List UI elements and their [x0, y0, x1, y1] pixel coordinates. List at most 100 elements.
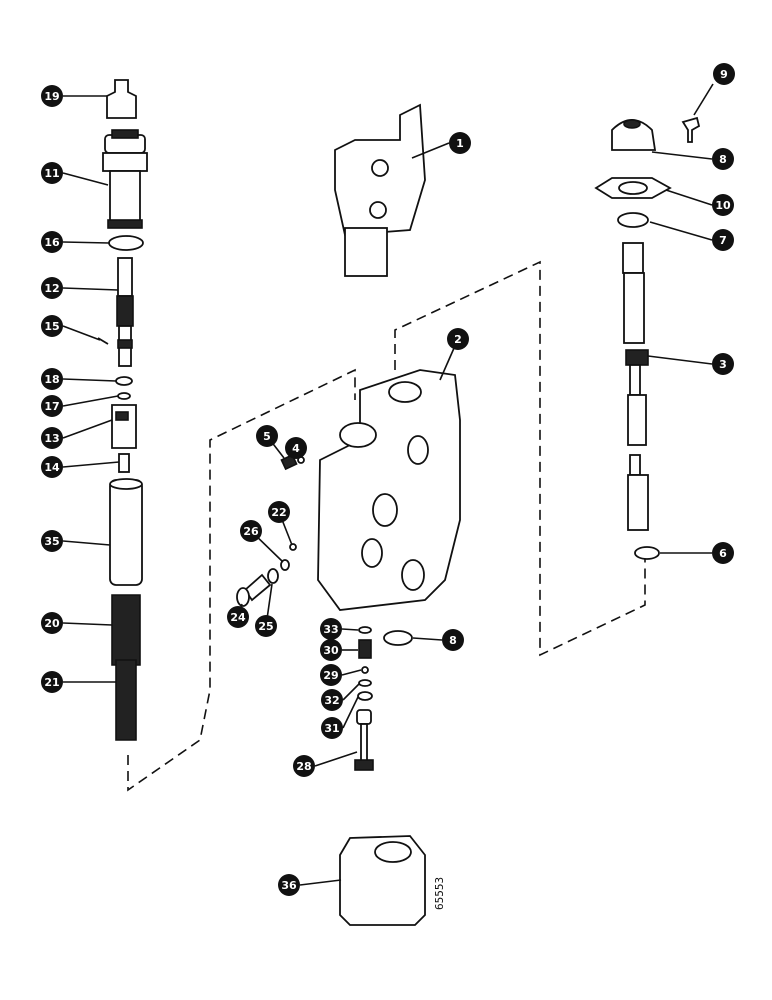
svg-text:2: 2	[454, 333, 462, 346]
svg-text:8: 8	[719, 153, 727, 166]
svg-text:15: 15	[44, 320, 59, 333]
part-32-ring	[358, 679, 372, 687]
part-20-spring	[111, 594, 141, 666]
callout-3: 3	[712, 353, 734, 375]
part-28-check-valve	[354, 709, 374, 771]
svg-text:1: 1	[456, 137, 464, 150]
callout-12: 12	[41, 277, 63, 299]
svg-text:4: 4	[292, 442, 300, 455]
svg-text:29: 29	[323, 669, 338, 682]
callout-8-upper: 8	[712, 148, 734, 170]
callout-22: 22	[268, 501, 290, 523]
callout-30: 30	[320, 639, 342, 661]
part-17-ring	[117, 392, 131, 400]
callout-14: 14	[41, 456, 63, 478]
callout-13: 13	[41, 427, 63, 449]
svg-text:10: 10	[715, 199, 731, 212]
callout-31: 31	[321, 717, 343, 739]
callout-25: 25	[255, 615, 277, 637]
callout-20: 20	[41, 612, 63, 634]
callout-35: 35	[41, 530, 63, 552]
part-9-screw	[681, 116, 701, 143]
callout-10: 10	[712, 194, 734, 216]
svg-text:3: 3	[719, 358, 727, 371]
part-7-ring	[617, 212, 649, 228]
part-6-o-ring	[634, 546, 660, 560]
part-3-spool	[622, 242, 649, 531]
part-22-ball	[289, 543, 297, 551]
callout-17: 17	[41, 395, 63, 417]
callout-28: 28	[293, 755, 315, 777]
svg-text:17: 17	[44, 400, 59, 413]
callout-5: 5	[256, 425, 278, 447]
svg-text:26: 26	[243, 525, 259, 538]
svg-text:12: 12	[44, 282, 59, 295]
svg-text:25: 25	[258, 620, 273, 633]
part-14-screw	[118, 453, 130, 473]
svg-text:8: 8	[449, 634, 457, 647]
svg-text:19: 19	[44, 90, 59, 103]
leader-lines	[62, 83, 714, 886]
svg-text:36: 36	[281, 879, 297, 892]
svg-text:28: 28	[296, 760, 311, 773]
svg-text:20: 20	[44, 617, 60, 630]
svg-text:11: 11	[44, 167, 59, 180]
callout-9: 9	[713, 63, 735, 85]
callout-36: 36	[278, 874, 300, 896]
part-25-washer	[267, 568, 279, 584]
callout-32: 32	[321, 689, 343, 711]
svg-text:21: 21	[44, 676, 59, 689]
callout-26: 26	[240, 520, 262, 542]
callout-1: 1	[449, 132, 471, 154]
svg-text:9: 9	[720, 68, 728, 81]
part-8-boot	[611, 119, 657, 151]
part-15-pin	[97, 337, 109, 345]
part-35-sleeve	[109, 478, 143, 586]
callout-7: 7	[712, 229, 734, 251]
svg-text:13: 13	[44, 432, 59, 445]
part-30-spring	[358, 639, 372, 659]
svg-text:33: 33	[323, 623, 338, 636]
callout-21: 21	[41, 671, 63, 693]
callout-24: 24	[227, 606, 249, 628]
svg-text:5: 5	[263, 430, 271, 443]
part-18-washer	[115, 376, 133, 386]
part-31-ring	[357, 691, 373, 701]
callout-19: 19	[41, 85, 63, 107]
callout-8-lower: 8	[442, 629, 464, 651]
svg-text:32: 32	[324, 694, 339, 707]
callout-2: 2	[447, 328, 469, 350]
part-36-housing	[339, 835, 426, 926]
figure-code: 65553	[433, 877, 446, 910]
callout-29: 29	[320, 664, 342, 686]
callout-16: 16	[41, 231, 63, 253]
callout-4: 4	[285, 437, 307, 459]
part-16-o-ring	[108, 235, 144, 251]
part-11-valve-housing	[102, 129, 148, 229]
part-33-o-ring	[358, 626, 372, 634]
callout-11: 11	[41, 162, 63, 184]
part-21-spring	[115, 659, 137, 741]
svg-text:6: 6	[719, 547, 727, 560]
svg-text:14: 14	[44, 461, 60, 474]
part-10-plate	[594, 177, 672, 199]
svg-text:7: 7	[719, 234, 727, 247]
callout-15: 15	[41, 315, 63, 337]
part-13-cam	[111, 404, 137, 449]
callout-6: 6	[712, 542, 734, 564]
dashed-routing-lines	[127, 260, 646, 792]
part-29-ball	[361, 666, 369, 674]
svg-text:22: 22	[271, 506, 286, 519]
part-19-cap	[106, 79, 137, 119]
part-8-o-ring-lower	[383, 630, 413, 646]
part-1-valve-assembly	[334, 103, 426, 277]
svg-text:24: 24	[230, 611, 246, 624]
svg-text:18: 18	[44, 373, 59, 386]
part-12-spool	[116, 257, 134, 367]
callout-33: 33	[320, 618, 342, 640]
part-2-valve-body	[317, 369, 461, 611]
callout-18: 18	[41, 368, 63, 390]
svg-text:16: 16	[44, 236, 60, 249]
svg-text:35: 35	[44, 535, 59, 548]
